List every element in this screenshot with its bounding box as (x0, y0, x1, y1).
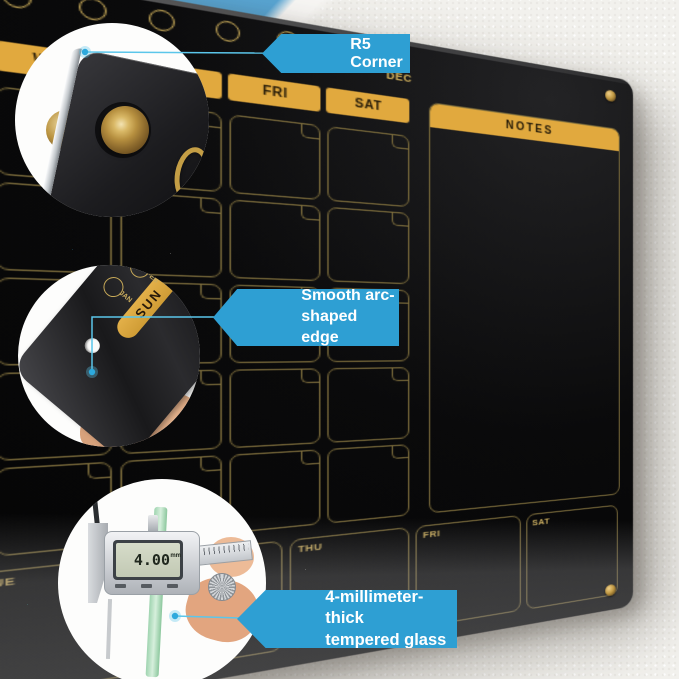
date-tab (199, 369, 222, 386)
caliper-button (115, 584, 126, 588)
calendar-cell (229, 114, 321, 201)
callout-smooth-edge: Smooth arc- shaped edge (213, 289, 399, 346)
magnet-knob-large (101, 106, 149, 154)
month-circle-ring (2, 0, 33, 11)
caliper-thumb-wheel (208, 573, 236, 601)
callout-thickness: 4-millimeter-thick tempered glass (237, 590, 457, 648)
mount-screw-top-right (605, 89, 616, 103)
month-circle (215, 18, 240, 74)
weekly-day-label: FRI (423, 528, 441, 541)
caliper-inset: 4.00 mm (58, 479, 266, 679)
caliper-depth-rod (105, 598, 113, 660)
notes-header: NOTES (430, 103, 619, 152)
month-circle-ring (215, 18, 240, 44)
date-tab (300, 204, 321, 221)
caliper-lock-screw (148, 515, 158, 533)
weekly-day-label: SAT (532, 516, 551, 528)
drilled-hole (81, 335, 103, 357)
month-label-jan: JAN (117, 289, 133, 305)
caliper-jaw (88, 523, 108, 603)
caliper-button (167, 584, 178, 588)
calendar-cell (229, 199, 321, 282)
date-tab (300, 122, 321, 140)
calendar-cell (327, 367, 410, 443)
caliper-display-value: 4.00 (116, 543, 180, 577)
callout-smooth-edge-line1: Smooth arc- (301, 287, 395, 305)
callout-thickness-line1: 4-millimeter-thick (325, 587, 424, 628)
calendar-cell (327, 206, 410, 285)
callout-smooth-edge-line2: shaped edge (301, 308, 358, 346)
calendar-cell (327, 125, 410, 208)
calendar-cell (229, 368, 321, 449)
date-tab (86, 461, 112, 480)
corner-detail-inset (15, 23, 209, 217)
weekly-day-label: THU (297, 541, 323, 555)
date-tab (199, 455, 222, 472)
caliper-body: 4.00 mm (104, 531, 200, 595)
callout-r5-corner-label: R5 Corner (350, 35, 403, 71)
date-tab (391, 367, 410, 382)
edge-detail-inset: SUN JAN FEB (18, 265, 200, 447)
calendar-cell (327, 444, 410, 524)
weekly-cell: SAT (525, 504, 618, 610)
callout-r5-corner: R5 Corner (262, 34, 410, 73)
date-tab (391, 444, 410, 460)
date-tab (199, 283, 222, 300)
caliper-display-frame: 4.00 mm (113, 540, 183, 580)
weekly-day-label: TUE (0, 574, 16, 592)
caliper-button (141, 584, 152, 588)
date-tab (300, 449, 321, 466)
callout-thickness-line2: tempered glass (325, 630, 447, 649)
notes-panel: NOTES (428, 101, 620, 514)
month-circle (2, 0, 33, 44)
date-tab (391, 133, 410, 150)
date-tab (391, 211, 410, 227)
caliper-display-unit: mm (170, 553, 181, 559)
month-circle-ring (149, 7, 176, 34)
month-circle-ring (78, 0, 107, 23)
date-tab (300, 368, 321, 384)
